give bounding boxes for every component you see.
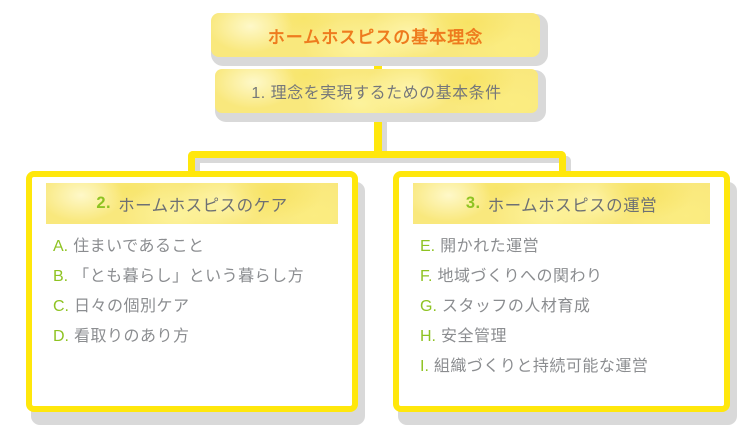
section-title: ホームホスピスの運営 — [487, 196, 658, 215]
list-item: D. 看取りのあり方 — [53, 322, 346, 352]
item-text: 看取りのあり方 — [74, 328, 190, 345]
root-node-basic-philosophy: ホームホスピスの基本理念 — [211, 13, 540, 57]
root-node-title: ホームホスピスの基本理念 — [267, 27, 484, 47]
section-panel-operation: 3. ホームホスピスの運営 E.開かれた運営 F.地域づくりへの関わり G.スタ… — [393, 171, 730, 412]
item-text: 日々の個別ケア — [74, 298, 190, 315]
item-letter: H. — [420, 328, 436, 345]
item-letter: I. — [420, 358, 429, 375]
condition-node-label: 1. 理念を実現するための基本条件 — [251, 85, 502, 102]
connector-branch-bracket — [188, 151, 566, 175]
condition-node: 1. 理念を実現するための基本条件 — [215, 69, 538, 113]
connector-vertical-shadow — [379, 115, 387, 157]
item-text: スタッフの人材育成 — [441, 298, 591, 315]
item-letter: D. — [53, 328, 69, 345]
item-text: 安全管理 — [441, 328, 508, 345]
section-panel-care: 2. ホームホスピスのケア A.住まいであること B.「とも暮らし」という暮らし… — [26, 171, 358, 412]
list-item: F.地域づくりへの関わり — [420, 262, 718, 292]
item-text: 住まいであること — [73, 238, 205, 255]
connector-line-condition-to-branch — [374, 111, 382, 155]
list-item: A.住まいであること — [53, 232, 346, 262]
list-item: G.スタッフの人材育成 — [420, 292, 718, 322]
section-care-item-list: A.住まいであること B.「とも暮らし」という暮らし方 C. 日々の個別ケア D.… — [32, 232, 352, 352]
item-letter: F. — [420, 268, 433, 285]
item-text: 開かれた運営 — [440, 238, 540, 255]
section-header-operation: 3. ホームホスピスの運営 — [413, 183, 710, 224]
list-item: B.「とも暮らし」という暮らし方 — [53, 262, 346, 292]
section-number: 3. — [465, 194, 481, 212]
item-letter: G. — [420, 298, 437, 315]
list-item: H. 安全管理 — [420, 322, 718, 352]
item-letter: E. — [420, 238, 436, 255]
item-text: 組織づくりと持続可能な運営 — [433, 358, 649, 375]
item-text: 「とも暮らし」という暮らし方 — [73, 268, 305, 285]
connector-bracket-shadow — [193, 156, 571, 180]
item-letter: C. — [53, 298, 69, 315]
list-item: E.開かれた運営 — [420, 232, 718, 262]
section-operation-item-list: E.開かれた運営 F.地域づくりへの関わり G.スタッフの人材育成 H. 安全管理… — [399, 232, 724, 382]
section-header-care: 2. ホームホスピスのケア — [46, 183, 338, 224]
item-text: 地域づくりへの関わり — [437, 268, 603, 285]
item-letter: A. — [53, 238, 69, 255]
section-number: 2. — [96, 194, 112, 212]
item-letter: B. — [53, 268, 69, 285]
list-item: C. 日々の個別ケア — [53, 292, 346, 322]
section-title: ホームホスピスのケア — [118, 196, 288, 215]
connector-line-title-to-condition — [374, 57, 382, 69]
list-item: I.組織づくりと持続可能な運営 — [420, 352, 718, 382]
